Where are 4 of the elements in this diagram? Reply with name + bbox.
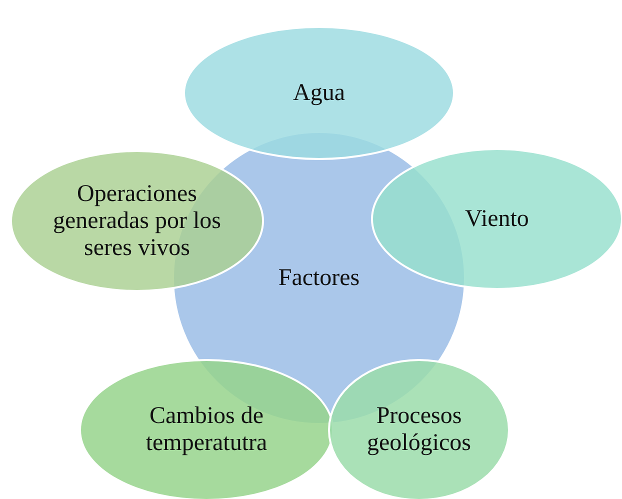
factor-ellipse: Agua: [183, 26, 455, 160]
factor-ellipse: Viento: [371, 148, 622, 290]
factor-ellipse: Procesos geológicos: [328, 359, 510, 499]
factor-ellipse: Operaciones generadas por los seres vivos: [10, 150, 264, 292]
